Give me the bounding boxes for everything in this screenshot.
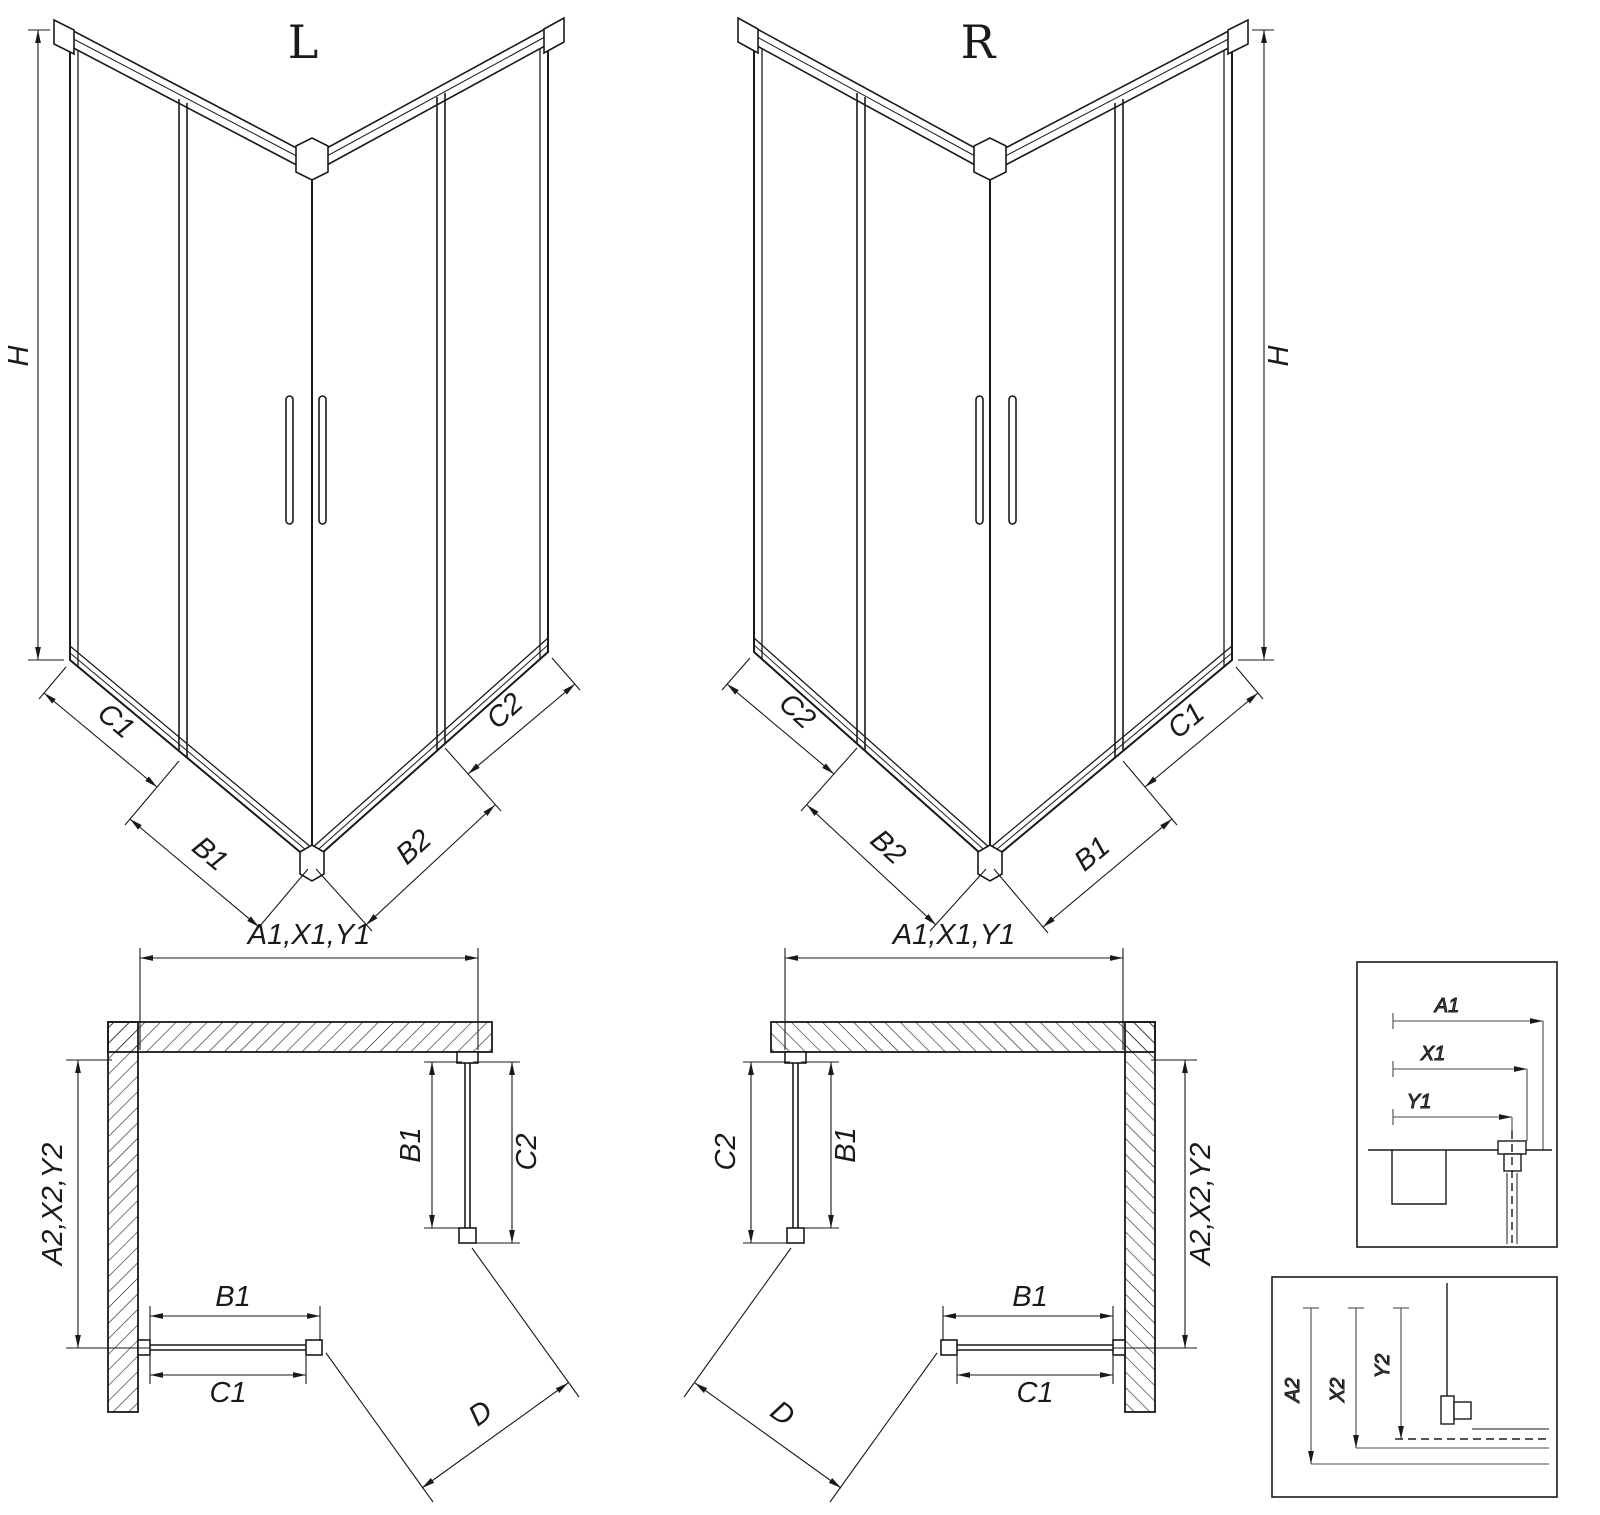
iso-right-inner-right-dim-label: B1 <box>1068 830 1116 877</box>
detail-depth-dims: A2 X2 Y2 <box>1271 1276 1558 1498</box>
detail-y2-label: Y2 <box>1372 1354 1394 1378</box>
plan-left-geometry <box>66 948 579 1502</box>
plan-right-diagonal-dim-label: D <box>764 1395 800 1433</box>
iso-view-left: L H C1 B1 B2 C2 <box>3 15 580 933</box>
iso-left-geometry <box>28 18 580 933</box>
iso-right-variant-label: R <box>961 15 997 69</box>
iso-left-variant-label: L <box>288 15 319 69</box>
plan-left-side-fixed-dim-label: C2 <box>511 1133 543 1170</box>
plan-right-front-door-dim-label: B1 <box>1012 1281 1047 1313</box>
iso-left-height-dim-label: H <box>3 345 35 366</box>
iso-right-height-dim-label: H <box>1263 345 1295 366</box>
plan-view-right: A1,X1,Y1 A2,X2,Y2 C2 B1 B1 C1 D <box>684 919 1217 1502</box>
iso-left-inner-left-dim-label: B1 <box>186 830 234 877</box>
detail-width-dims: A1 X1 Y1 <box>1356 961 1558 1248</box>
detail-a2-label: A2 <box>1282 1378 1304 1403</box>
plan-right-depth-dim-label: A2,X2,Y2 <box>1185 1143 1217 1268</box>
plan-right-side-door-dim-label: B1 <box>830 1127 862 1162</box>
plan-left-depth-dim-label: A2,X2,Y2 <box>37 1143 69 1268</box>
detail-depth-frame <box>1271 1276 1558 1498</box>
plan-right-side-fixed-dim-label: C2 <box>710 1133 742 1170</box>
plan-right-front-fixed-dim-label: C1 <box>1016 1377 1053 1409</box>
plan-left-front-fixed-dim-label: C1 <box>209 1377 246 1409</box>
plan-right-width-dim-label: A1,X1,Y1 <box>891 919 1016 951</box>
detail-x1-label: X1 <box>1420 1043 1445 1065</box>
detail-width-frame <box>1356 961 1558 1248</box>
iso-view-right: R H C2 B2 B1 C1 <box>722 15 1295 933</box>
iso-left-inner-right-dim-label: B2 <box>390 824 438 872</box>
detail-a1-label: A1 <box>1434 995 1459 1017</box>
detail-x2-label: X2 <box>1327 1378 1349 1403</box>
iso-right-geometry <box>722 18 1274 933</box>
iso-right-inner-left-dim-label: B2 <box>864 824 912 872</box>
detail-y1-label: Y1 <box>1407 1091 1431 1113</box>
plan-view-left: A1,X1,Y1 A2,X2,Y2 B1 C2 B1 C1 D <box>37 919 579 1502</box>
plan-left-diagonal-dim-label: D <box>463 1395 499 1433</box>
plan-right-geometry <box>684 948 1197 1502</box>
plan-left-front-door-dim-label: B1 <box>215 1281 250 1313</box>
plan-left-width-dim-label: A1,X1,Y1 <box>246 919 371 951</box>
plan-left-side-door-dim-label: B1 <box>395 1127 427 1162</box>
